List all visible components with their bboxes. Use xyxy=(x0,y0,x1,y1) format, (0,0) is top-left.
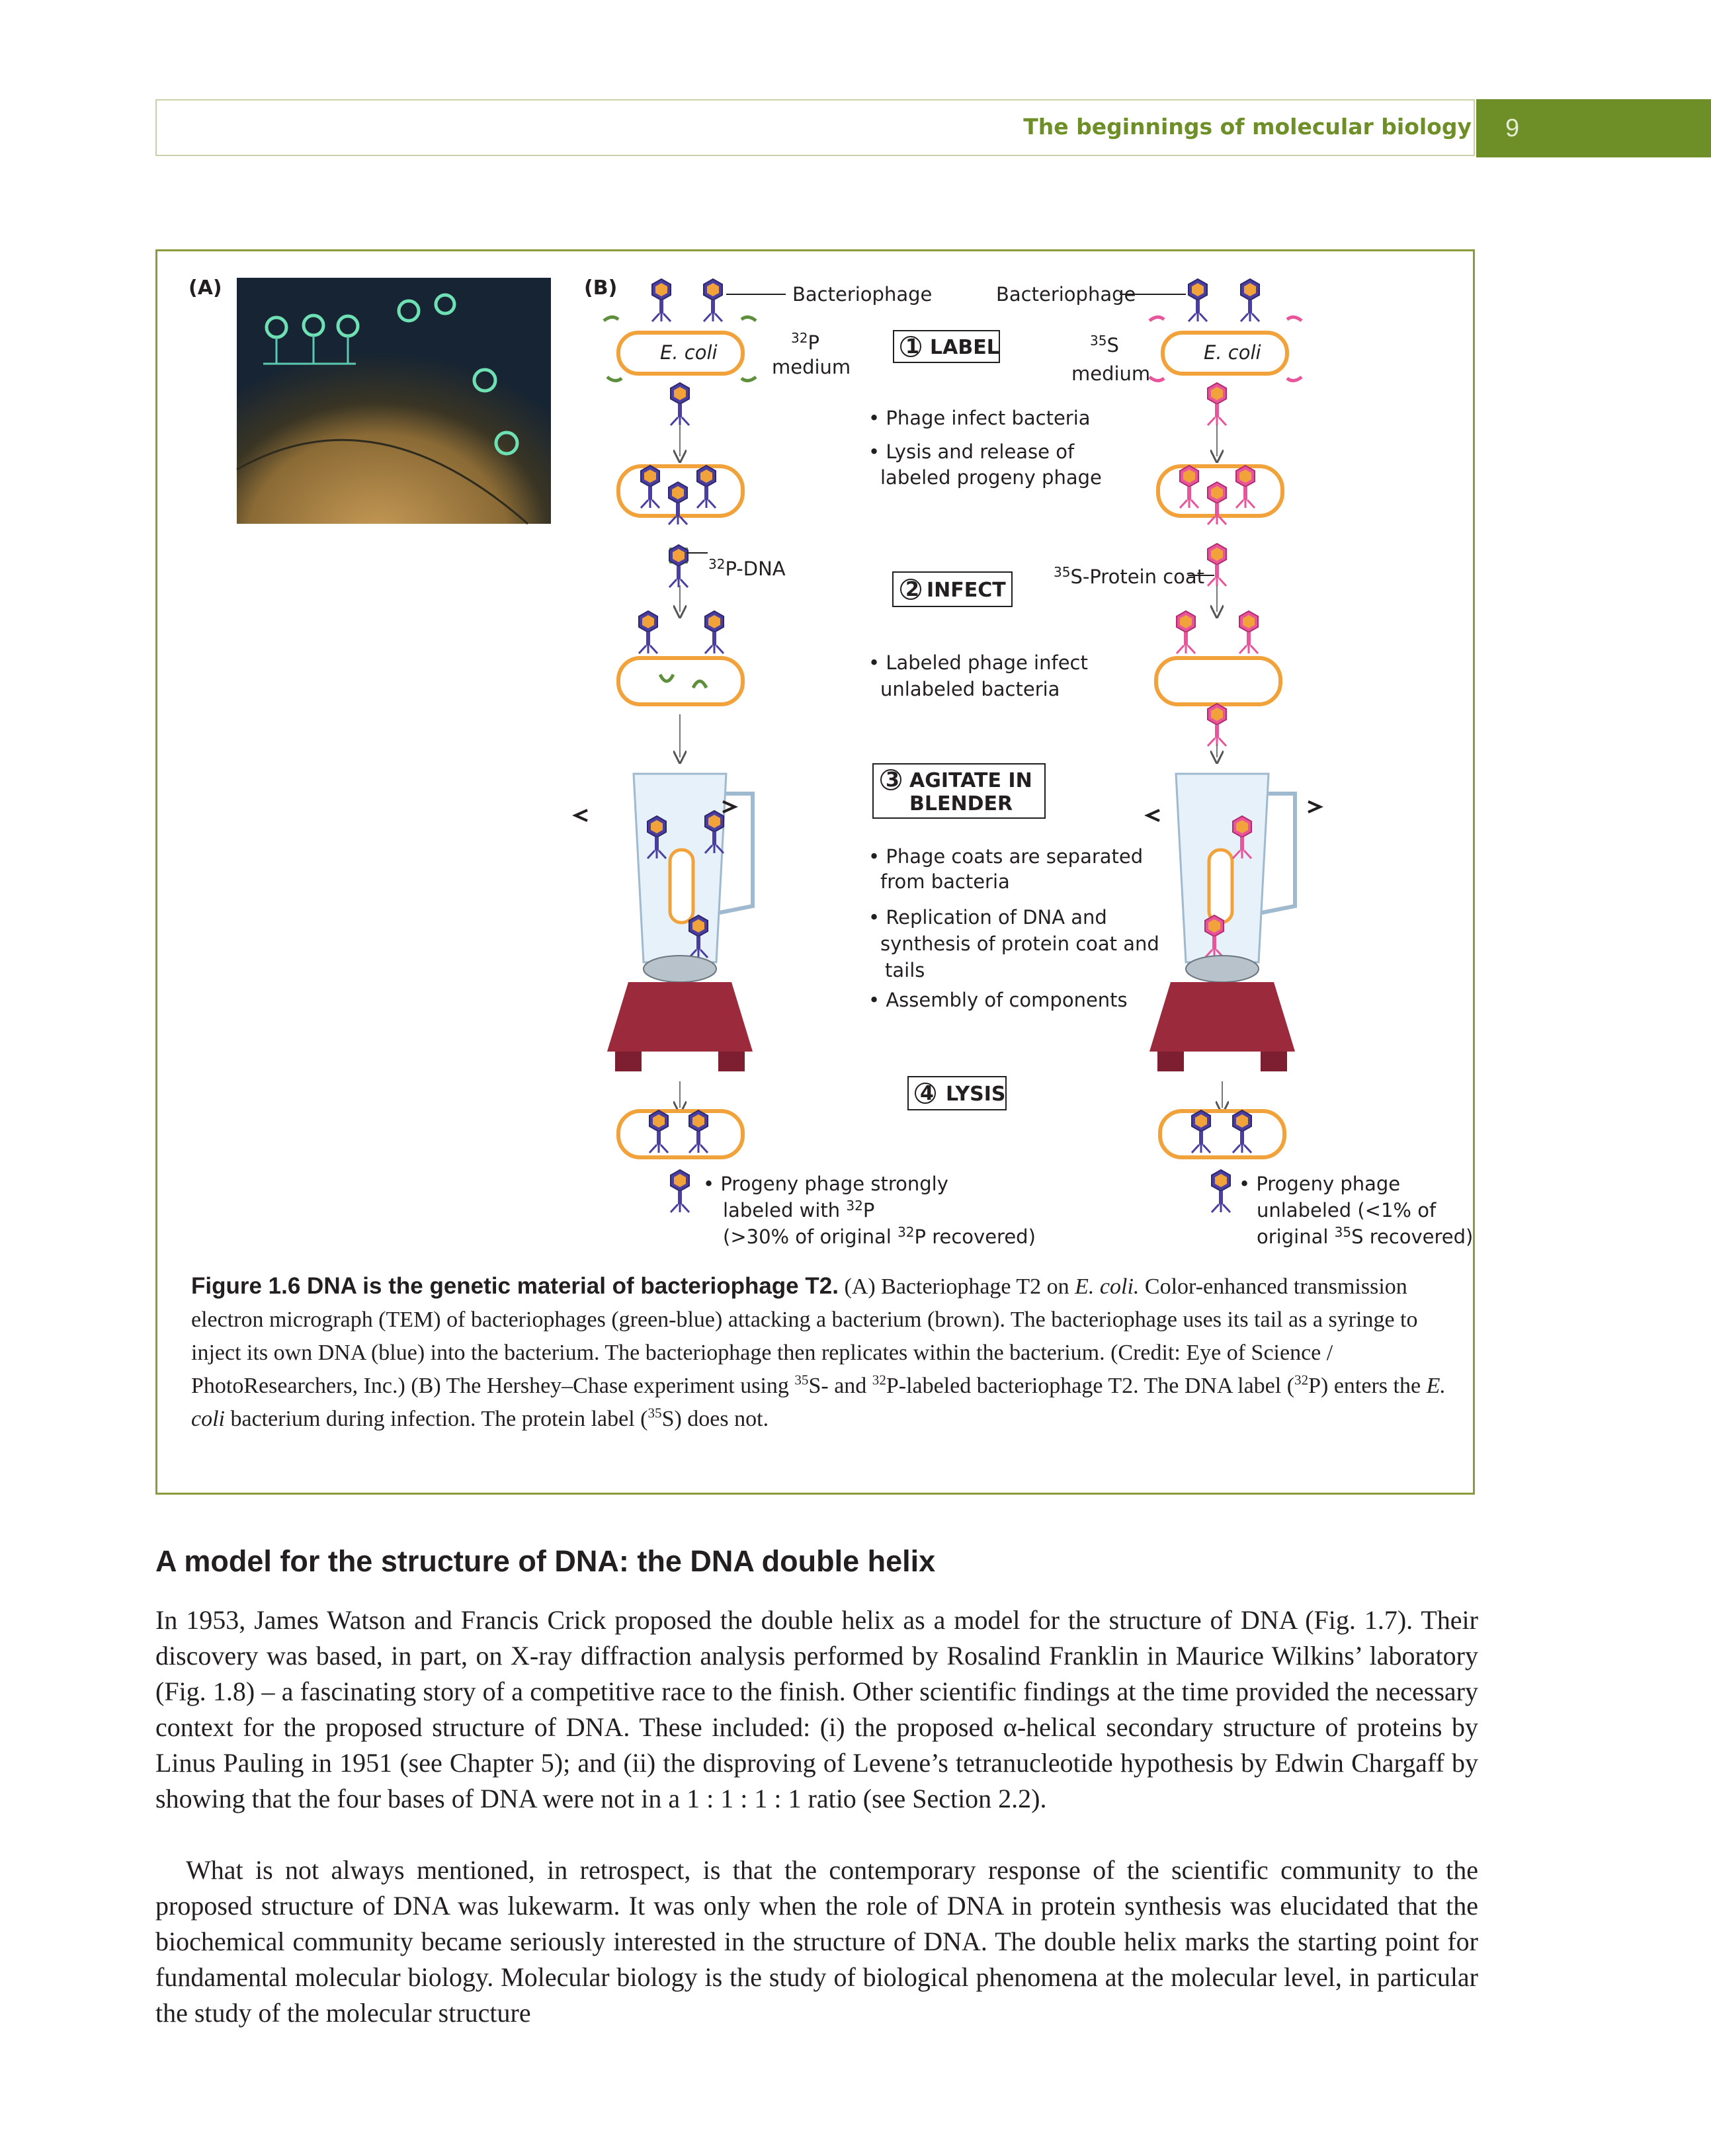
caption-text: S- and xyxy=(808,1374,872,1398)
medium-label-right: medium xyxy=(1071,362,1150,385)
note-phage-infect: • Phage infect bacteria xyxy=(868,407,1091,429)
panel-a-label: (A) xyxy=(188,276,222,300)
running-header-title: The beginnings of molecular biology xyxy=(1023,114,1472,140)
step-3-label-line2: BLENDER xyxy=(909,792,1013,815)
s35-protein-coat-label: 35S-Protein coat xyxy=(1054,564,1204,588)
note-assembly: • Assembly of components xyxy=(868,989,1128,1011)
caption-heading: Figure 1.6 DNA is the genetic material o… xyxy=(191,1273,839,1299)
figure-frame xyxy=(155,249,1475,1495)
caption-text: P) enters the xyxy=(1308,1374,1427,1398)
tem-micrograph-image xyxy=(236,278,551,525)
caption-text: P-labeled bacteriophage T2. The DNA labe… xyxy=(886,1374,1295,1398)
left-column-32p: E. coli xyxy=(572,278,786,1214)
note-progeny-right-2: unlabeled (<1% of xyxy=(1257,1199,1437,1222)
step-2-box xyxy=(892,571,1013,607)
note-progeny-left-1: • Progeny phage strongly xyxy=(703,1173,948,1195)
caption-text: bacterium during infection. The protein … xyxy=(224,1407,648,1431)
caption-sup: 35 xyxy=(794,1372,809,1388)
note-replication-1: • Replication of DNA and xyxy=(868,906,1107,929)
note-progeny-right-3: original 35S recovered) xyxy=(1257,1224,1473,1248)
caption-sup: 32 xyxy=(872,1372,886,1388)
note-replication-2: synthesis of protein coat and xyxy=(880,933,1159,955)
panel-b-label: (B) xyxy=(584,276,617,300)
step-1-number: 1 xyxy=(905,335,919,358)
ecoli-label-right: E. coli xyxy=(1204,341,1261,364)
medium-label-left: medium xyxy=(772,356,851,378)
note-progeny-right-1: • Progeny phage xyxy=(1239,1173,1400,1195)
section-heading: A model for the structure of DNA: the DN… xyxy=(155,1544,936,1578)
step-1-box xyxy=(893,330,1000,363)
caption-text: Color-enhanced transmission electron mic… xyxy=(191,1274,1418,1398)
step-3-number: 3 xyxy=(886,768,899,792)
p32-medium-label: 32P xyxy=(791,330,819,354)
step-3-box xyxy=(872,763,1046,819)
step-1-label: LABEL xyxy=(930,336,999,359)
step-4-box xyxy=(907,1076,1007,1110)
running-header-frame xyxy=(155,99,1475,156)
caption-sup: 35 xyxy=(647,1405,662,1421)
note-labeled-infect-1: • Labeled phage infect xyxy=(868,651,1088,674)
note-progeny-left-3: (>30% of original 32P recovered) xyxy=(723,1224,1036,1248)
note-progeny-left-2: labeled with 32P xyxy=(723,1198,874,1222)
bacteriophage-label-right: Bacteriophage xyxy=(996,283,1136,306)
note-lysis-2: labeled progeny phage xyxy=(880,466,1102,489)
blender-left-image xyxy=(572,772,755,1071)
figure-1-6-diagram: (A) (B) E. coli xyxy=(188,276,1473,1248)
s35-medium-label: 35S xyxy=(1090,333,1119,356)
step-4-number: 4 xyxy=(920,1082,934,1105)
caption-text: (A) Bacteriophage T2 on xyxy=(838,1274,1075,1299)
paragraph-2: What is not always mentioned, in retrosp… xyxy=(155,1855,1478,2028)
right-column-35s: E. coli xyxy=(1120,278,1323,1214)
caption-text: S) does not. xyxy=(661,1407,769,1431)
note-replication-3: tails xyxy=(885,959,925,981)
ecoli-label-left: E. coli xyxy=(660,341,718,364)
note-lysis-1: • Lysis and release of xyxy=(868,440,1075,463)
step-2-label: INFECT xyxy=(927,579,1006,602)
page-number: 9 xyxy=(1476,99,1711,157)
step-2-number: 2 xyxy=(905,578,919,601)
note-coats-2: from bacteria xyxy=(880,870,1010,893)
blender-right-image xyxy=(1144,772,1323,1071)
caption-sup: 32 xyxy=(1294,1372,1309,1388)
caption-italic: E. coli xyxy=(191,1374,1446,1431)
note-labeled-infect-2: unlabeled bacteria xyxy=(880,678,1060,700)
p32-dna-label: 32P-DNA xyxy=(708,556,786,580)
figure-caption: Figure 1.6 DNA is the genetic material o… xyxy=(191,1270,1448,1436)
step-3-label-line1: AGITATE IN xyxy=(909,769,1032,792)
paragraph-1: In 1953, James Watson and Francis Crick … xyxy=(155,1605,1478,1813)
note-coats-1: • Phage coats are separated xyxy=(868,845,1143,868)
bacteriophage-label-left: Bacteriophage xyxy=(792,283,932,306)
step-4-label: LYSIS xyxy=(946,1083,1006,1106)
caption-italic: E. coli. xyxy=(1075,1274,1140,1299)
